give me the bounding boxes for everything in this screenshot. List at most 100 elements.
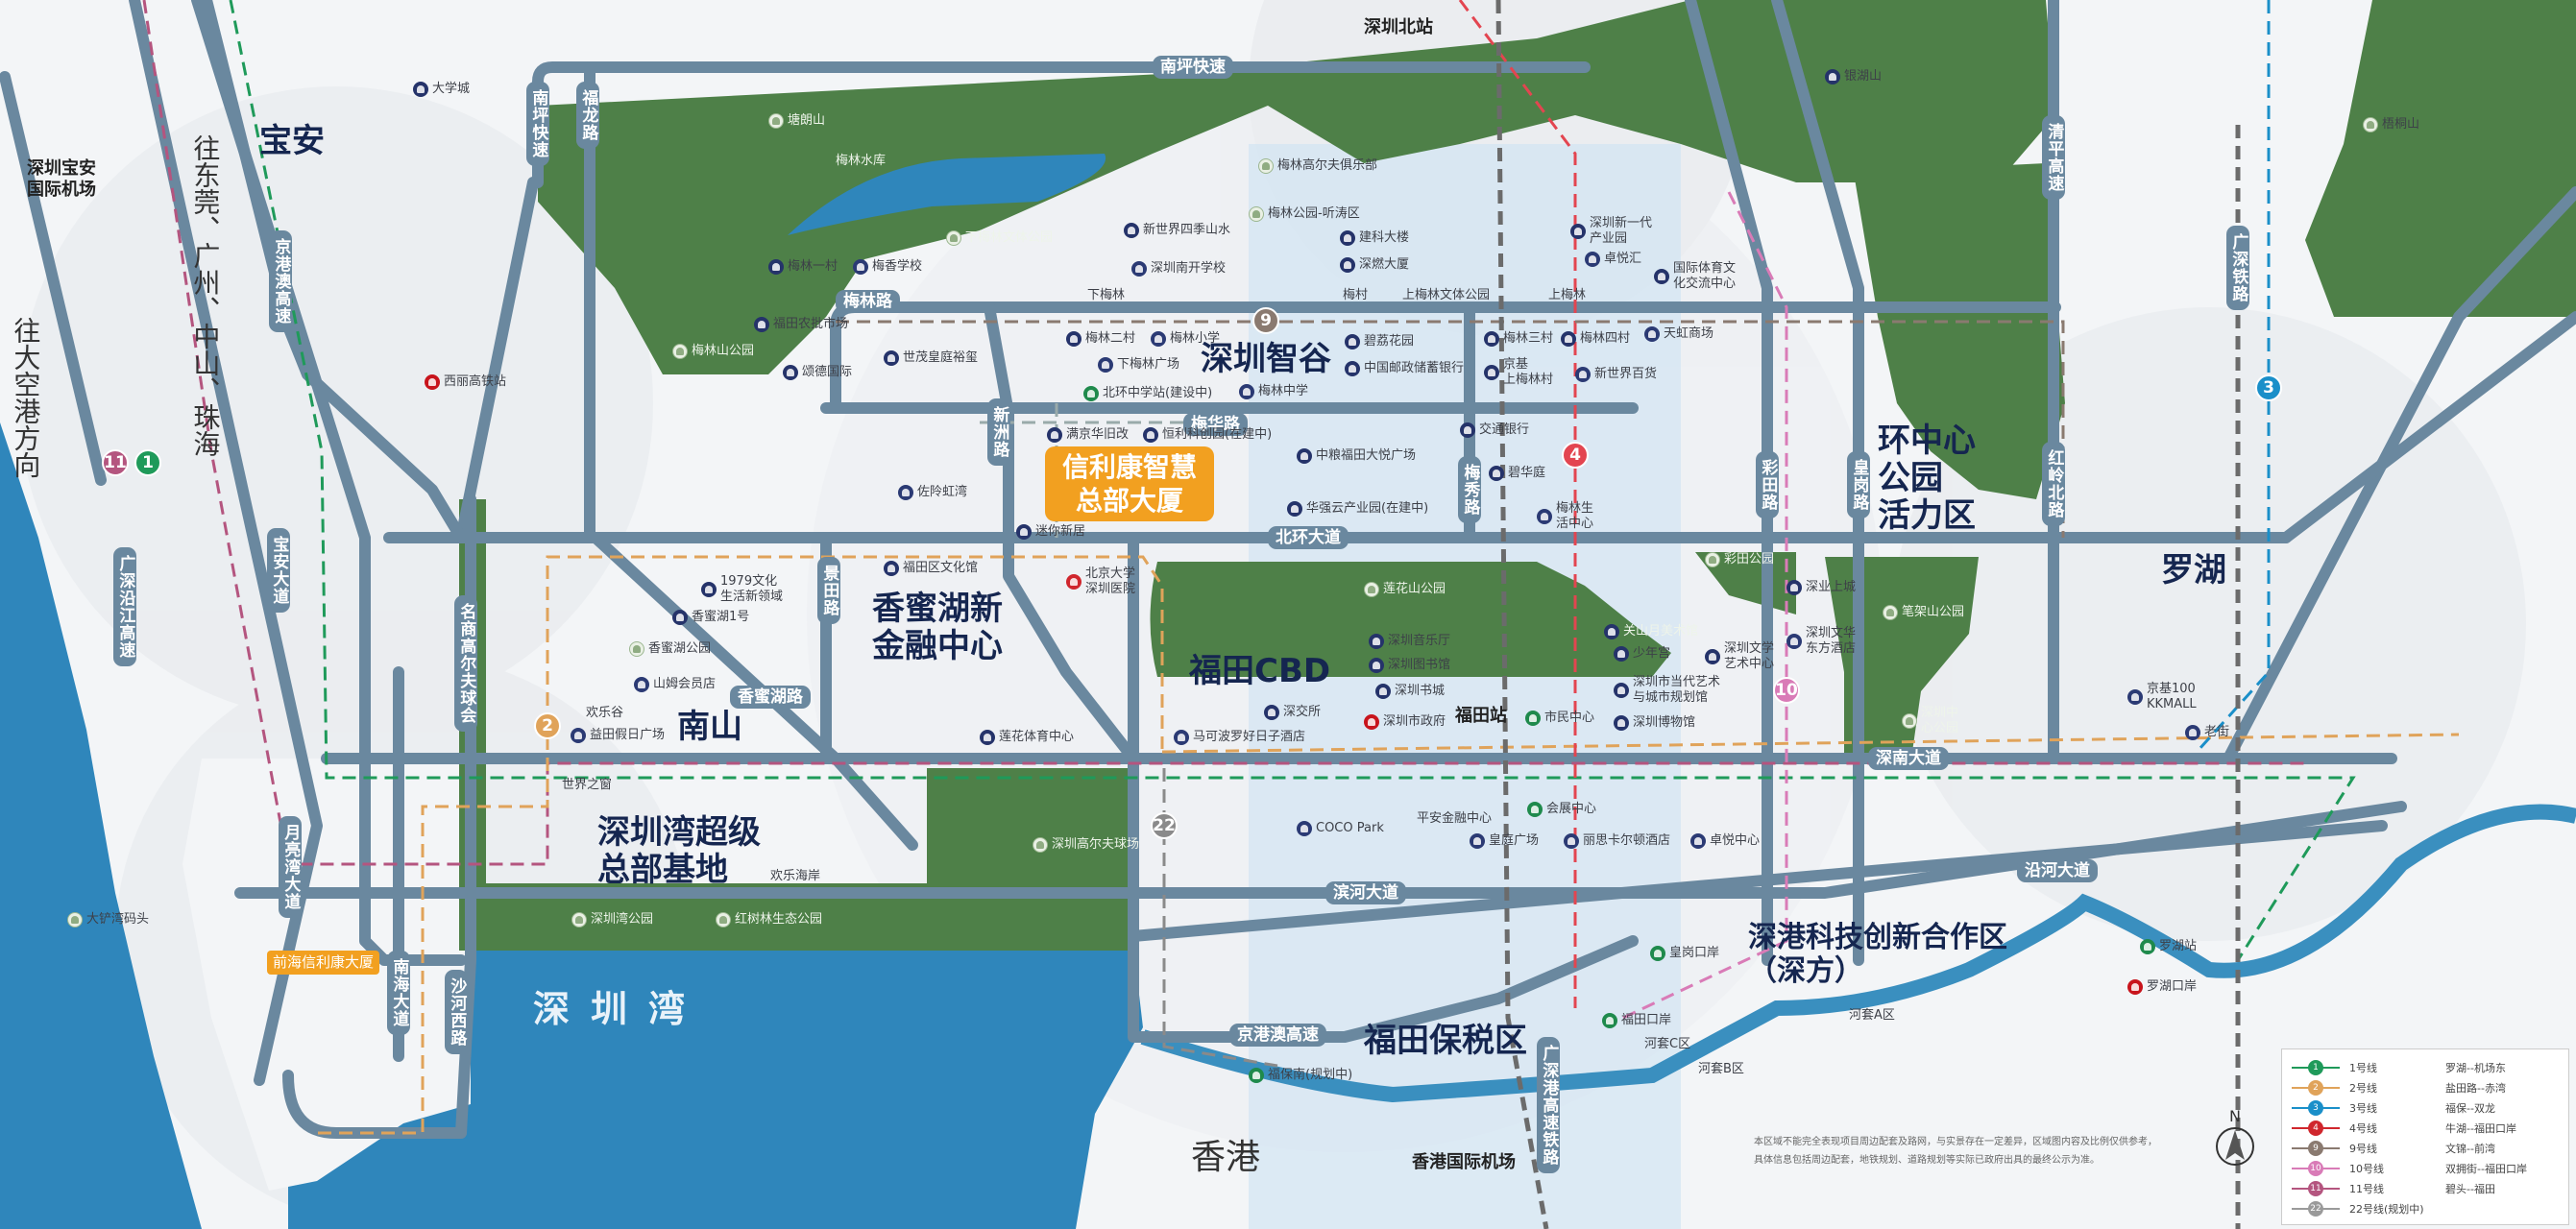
station-shenzhen-north[interactable]: 深圳北站 bbox=[1364, 17, 1433, 38]
poi-label[interactable]: 深交所 bbox=[1264, 705, 1321, 720]
poi-label[interactable]: 少年宫 bbox=[1614, 646, 1670, 662]
poi-label[interactable]: 下梅林广场 bbox=[1098, 357, 1179, 373]
poi-label[interactable]: 大学城 bbox=[413, 82, 470, 97]
poi-label[interactable]: COCO Park bbox=[1297, 821, 1384, 836]
poi-label[interactable]: 山姆会员店 bbox=[634, 677, 716, 692]
poi-label[interactable]: 欢乐海岸 bbox=[770, 869, 820, 884]
poi-label[interactable]: 京基100 KKMALL bbox=[2127, 682, 2197, 711]
poi-label[interactable]: 深圳湾公园 bbox=[571, 912, 653, 928]
metro-line-badge[interactable]: 22 bbox=[1151, 812, 1178, 839]
poi-label[interactable]: 皇岗口岸 bbox=[1650, 946, 1719, 961]
poi-label[interactable]: 深圳图书馆 bbox=[1369, 658, 1450, 673]
poi-label[interactable]: 佐阾虹湾 bbox=[898, 485, 967, 500]
poi-label[interactable]: 卓悦汇 bbox=[1585, 252, 1641, 267]
metro-line-badge[interactable]: 10 bbox=[1773, 677, 1800, 704]
poi-label[interactable]: 福田农批市场 bbox=[754, 317, 848, 332]
poi-label[interactable]: 红树林生态公园 bbox=[716, 912, 822, 928]
poi-label[interactable]: 梅林山公园 bbox=[672, 344, 754, 359]
poi-label[interactable]: 丽思卡尔顿酒店 bbox=[1564, 833, 1670, 849]
poi-label[interactable]: 梧桐山 bbox=[2363, 117, 2419, 133]
poi-label[interactable]: 满京华旧改 bbox=[1047, 427, 1129, 443]
poi-label[interactable]: 梅林水库 bbox=[836, 154, 886, 169]
poi-label[interactable]: 深圳书城 bbox=[1375, 684, 1445, 699]
poi-label[interactable]: 深圳中 心公园 bbox=[1902, 706, 1958, 735]
poi-label[interactable]: 梅林公园-听涛区 bbox=[1249, 206, 1360, 222]
poi-label[interactable]: 深圳新一代 产业园 bbox=[1570, 216, 1652, 246]
poi-label[interactable]: 彩田公园 bbox=[1705, 552, 1774, 567]
poi-label[interactable]: 皇庭广场 bbox=[1470, 833, 1539, 849]
poi-label[interactable]: 西丽高铁站 bbox=[425, 374, 506, 390]
poi-label[interactable]: 市民中心 bbox=[1525, 711, 1594, 726]
poi-label[interactable]: 深圳南开学校 bbox=[1131, 261, 1226, 277]
poi-label[interactable]: 关山月美术馆 bbox=[1604, 624, 1698, 639]
poi-label[interactable]: 梅林三村 bbox=[1484, 331, 1553, 347]
poi-label[interactable]: 碧华庭 bbox=[1489, 466, 1545, 481]
poi-label[interactable]: 北京大学 深圳医院 bbox=[1066, 566, 1135, 596]
poi-label[interactable]: 世茂皇庭裕玺 bbox=[884, 350, 978, 366]
poi-label[interactable]: 颂德国际 bbox=[783, 365, 852, 380]
poi-label[interactable]: 卓悦中心 bbox=[1690, 833, 1760, 849]
poi-label[interactable]: 深圳市政府 bbox=[1364, 714, 1446, 730]
poi-label[interactable]: 莲花山公园 bbox=[1364, 582, 1446, 597]
poi-label[interactable]: 福田区文化馆 bbox=[884, 561, 978, 576]
poi-label[interactable]: 益田假日广场 bbox=[571, 728, 665, 743]
poi-label[interactable]: 河套C区 bbox=[1644, 1037, 1690, 1052]
poi-label[interactable]: 笔架山公园 bbox=[1883, 605, 1964, 620]
poi-label[interactable]: 下梅林文体公园 bbox=[946, 230, 1053, 246]
poi-label[interactable]: 马可波罗好日子酒店 bbox=[1174, 730, 1305, 745]
metro-line-badge[interactable]: 1 bbox=[134, 449, 161, 476]
poi-label[interactable]: 深圳文学 艺术中心 bbox=[1705, 641, 1774, 671]
poi-label[interactable]: 梅林一村 bbox=[768, 259, 838, 275]
poi-label[interactable]: 碧荔花园 bbox=[1345, 334, 1414, 349]
poi-label[interactable]: 香蜜湖1号 bbox=[672, 610, 749, 625]
station-futian[interactable]: 福田站 bbox=[1455, 706, 1507, 727]
poi-label[interactable]: 莲花体育中心 bbox=[980, 730, 1074, 745]
poi-label[interactable]: 北环中学站(建设中) bbox=[1083, 386, 1212, 401]
poi-label[interactable]: 罗湖口岸 bbox=[2127, 979, 2197, 995]
poi-label[interactable]: 京基 上梅林村 bbox=[1484, 357, 1553, 387]
poi-label[interactable]: 老街 bbox=[2185, 725, 2229, 740]
poi-label[interactable]: 新世界四季山水 bbox=[1124, 223, 1230, 238]
poi-label[interactable]: 银湖山 bbox=[1825, 69, 1882, 84]
poi-label[interactable]: 香蜜湖公园 bbox=[629, 641, 711, 657]
poi-label[interactable]: 福保南(规划中) bbox=[1249, 1068, 1352, 1083]
poi-label[interactable]: 福田口岸 bbox=[1602, 1013, 1671, 1028]
poi-label[interactable]: 1979文化 生活新领域 bbox=[701, 574, 783, 604]
poi-label[interactable]: 梅林小学 bbox=[1151, 331, 1220, 347]
poi-label[interactable]: 世界之窗 bbox=[562, 778, 612, 793]
poi-label[interactable]: 平安金融中心 bbox=[1417, 811, 1492, 827]
poi-label[interactable]: 上梅林 bbox=[1548, 288, 1586, 303]
poi-label[interactable]: 梅林高尔夫俱乐部 bbox=[1258, 158, 1377, 174]
poi-label[interactable]: 深燃大厦 bbox=[1340, 257, 1409, 273]
poi-label[interactable]: 深圳市当代艺术 与城市规划馆 bbox=[1614, 675, 1720, 705]
qianhai-project-label[interactable]: 前海信利康大厦 bbox=[267, 951, 380, 975]
poi-label[interactable]: 中粮福田大悦广场 bbox=[1297, 448, 1416, 464]
poi-label[interactable]: 恒利科创园(在建中) bbox=[1143, 427, 1272, 443]
poi-label[interactable]: 迷你新居 bbox=[1016, 524, 1085, 540]
metro-line-badge[interactable]: 11 bbox=[102, 449, 129, 476]
poi-label[interactable]: 交通银行 bbox=[1460, 422, 1529, 438]
project-highlight-label[interactable]: 信利康智慧 总部大厦 bbox=[1045, 446, 1215, 521]
poi-label[interactable]: 深业上城 bbox=[1786, 580, 1856, 595]
poi-label[interactable]: 建科大楼 bbox=[1340, 230, 1409, 246]
poi-label[interactable]: 深圳高尔夫球场 bbox=[1033, 837, 1139, 853]
poi-label[interactable]: 河套B区 bbox=[1698, 1062, 1744, 1077]
poi-label[interactable]: 大铲湾码头 bbox=[67, 912, 149, 928]
poi-label[interactable]: 梅林四村 bbox=[1561, 331, 1630, 347]
poi-label[interactable]: 河套A区 bbox=[1849, 1008, 1895, 1024]
poi-label[interactable]: 梅林中学 bbox=[1239, 384, 1308, 399]
metro-line-badge[interactable]: 9 bbox=[1252, 307, 1279, 334]
poi-label[interactable]: 梅林生 活中心 bbox=[1537, 501, 1593, 531]
poi-label[interactable]: 深圳音乐厅 bbox=[1369, 634, 1450, 649]
poi-label[interactable]: 梅香学校 bbox=[853, 259, 922, 275]
metro-line-badge[interactable]: 3 bbox=[2255, 374, 2282, 401]
poi-label[interactable]: 深圳文华 东方酒店 bbox=[1786, 626, 1856, 656]
poi-label[interactable]: 新世界百货 bbox=[1575, 367, 1657, 382]
poi-label[interactable]: 国际体育文 化交流中心 bbox=[1654, 261, 1736, 291]
poi-label[interactable]: 下梅林 bbox=[1087, 288, 1125, 303]
poi-label[interactable]: 梅村 bbox=[1343, 288, 1368, 303]
poi-label[interactable]: 深圳博物馆 bbox=[1614, 715, 1695, 731]
metro-line-badge[interactable]: 2 bbox=[534, 712, 561, 739]
poi-label[interactable]: 罗湖站 bbox=[2140, 939, 2197, 954]
poi-label[interactable]: 上梅林文体公园 bbox=[1402, 288, 1490, 303]
